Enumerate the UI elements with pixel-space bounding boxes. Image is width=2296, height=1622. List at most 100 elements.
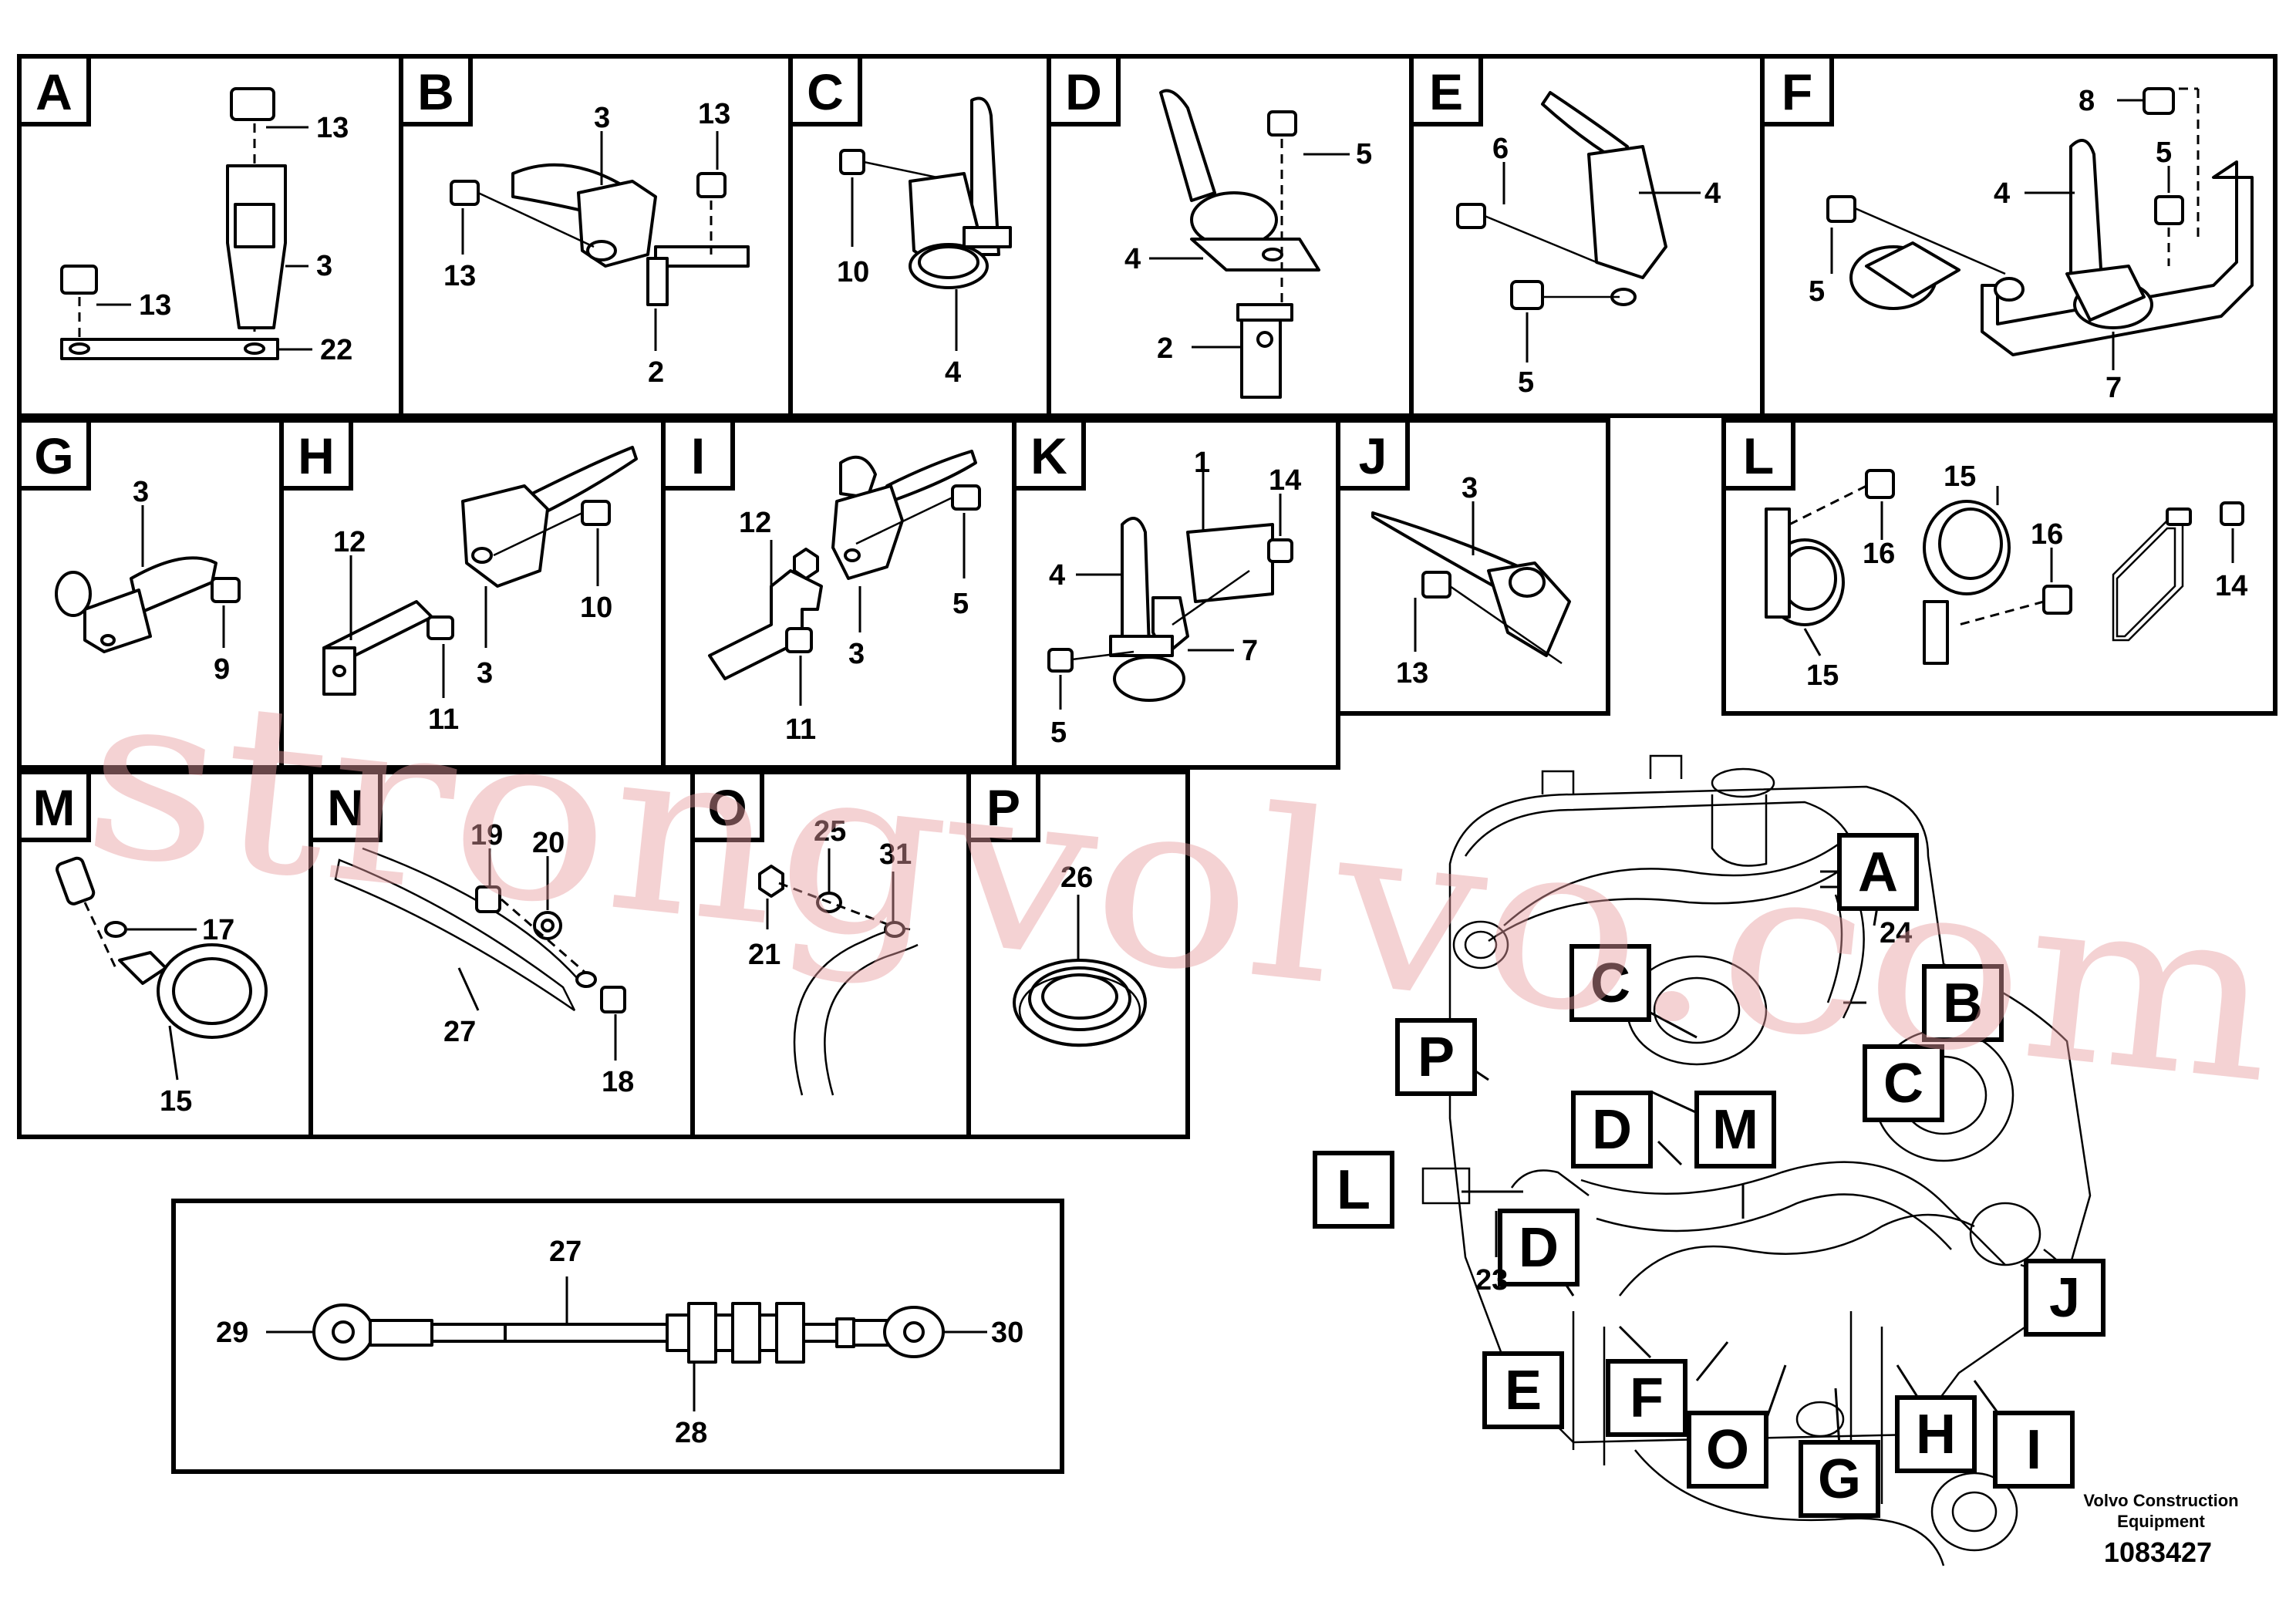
callout-l-15-bottom: 15 (1806, 659, 1839, 692)
callout-f-4: 4 (1994, 177, 2010, 210)
svg-text:I: I (2026, 1419, 2041, 1481)
overview-label-d-lower: D (1498, 1209, 1580, 1286)
panel-i-drawing: 12 5 3 11 (708, 450, 981, 746)
callout-a-3: 3 (316, 250, 332, 282)
panel-k-drawing: 1 14 4 7 5 (1047, 447, 1301, 749)
overview-label-g: G (1799, 1440, 1880, 1518)
callout-f-5-top: 5 (2156, 137, 2172, 169)
svg-text:H: H (298, 427, 335, 484)
svg-text:L: L (1337, 1159, 1371, 1221)
callout-b-13-right: 13 (698, 98, 730, 130)
svg-text:K: K (1030, 427, 1067, 484)
callout-k-5: 5 (1050, 717, 1067, 749)
callout-d-5: 5 (1356, 138, 1372, 170)
callout-d-2: 2 (1157, 332, 1173, 365)
overview-label-c-right: C (1863, 1044, 1944, 1122)
callout-f-7: 7 (2106, 372, 2122, 404)
overview-label-p: P (1395, 1018, 1477, 1096)
panel-letter-tabs: A B C D E F G H I K J L M N O P (17, 54, 1834, 842)
panel-n-drawing: 19 20 27 18 (334, 819, 634, 1098)
panel-frames-row1 (17, 54, 2277, 418)
overview-label-o: O (1687, 1411, 1768, 1489)
svg-text:A: A (35, 63, 72, 120)
callout-j-13: 13 (1396, 657, 1428, 690)
panel-e-label: E (1409, 54, 1483, 126)
panel-a-drawing: 13 3 13 22 (60, 87, 352, 366)
callout-e-4: 4 (1704, 177, 1721, 210)
panel-a-label: A (17, 54, 91, 126)
callout-n-18: 18 (602, 1066, 634, 1098)
svg-text:D: D (1065, 63, 1102, 120)
panel-i-label: I (661, 418, 735, 491)
callout-b-3: 3 (594, 102, 610, 134)
svg-text:L: L (1743, 427, 1774, 484)
callout-harness-27: 27 (549, 1236, 582, 1268)
callout-o-25: 25 (814, 815, 846, 848)
panel-c-label: C (788, 54, 862, 126)
svg-text:E: E (1429, 63, 1463, 120)
callout-harness-29: 29 (216, 1317, 248, 1349)
overview-label-h: H (1895, 1395, 1977, 1473)
svg-text:H: H (1916, 1404, 1956, 1465)
panel-b-drawing: 3 13 13 2 (443, 98, 750, 389)
callout-a-13-top: 13 (316, 112, 349, 144)
panel-g-label: G (17, 418, 91, 491)
svg-text:O: O (1706, 1419, 1749, 1481)
panel-b-label: B (399, 54, 473, 126)
overview-label-f: F (1606, 1359, 1687, 1437)
callout-l-16-right: 16 (2031, 518, 2063, 551)
svg-text:D: D (1519, 1217, 1559, 1279)
panel-p-drawing: 26 (1013, 862, 1147, 1047)
callout-a-22: 22 (320, 334, 352, 366)
overview-label-a: A (1837, 833, 1919, 911)
callout-g-3: 3 (133, 476, 149, 508)
panel-d-drawing: 5 4 2 (1124, 89, 1372, 399)
callout-n-27: 27 (443, 1016, 476, 1048)
svg-text:F: F (1782, 63, 1812, 120)
panel-k-label: K (1012, 418, 1086, 491)
callout-i-11: 11 (785, 713, 816, 746)
panel-f-drawing: 8 5 4 5 7 (1809, 85, 2254, 404)
svg-text:O: O (707, 779, 747, 836)
callout-b-2: 2 (648, 356, 664, 389)
callout-m-15: 15 (160, 1085, 192, 1118)
callout-harness-28: 28 (675, 1417, 707, 1449)
svg-text:B: B (417, 63, 454, 120)
svg-text:M: M (33, 779, 76, 836)
callout-l-14: 14 (2215, 570, 2247, 602)
svg-text:D: D (1592, 1099, 1632, 1161)
panel-o-label: O (690, 770, 764, 842)
callout-l-15-top: 15 (1944, 460, 1976, 493)
svg-text:M: M (1712, 1099, 1758, 1161)
callout-o-31: 31 (879, 838, 912, 871)
drawing-number: 1083427 (2104, 1536, 2212, 1568)
panel-d-label: D (1047, 54, 1121, 126)
svg-text:G: G (1818, 1448, 1861, 1510)
svg-text:N: N (327, 779, 364, 836)
panel-f-label: F (1760, 54, 1834, 126)
callout-j-3: 3 (1462, 472, 1478, 504)
panel-j-label: J (1336, 418, 1410, 491)
svg-text:J: J (1359, 427, 1387, 484)
callout-i-3: 3 (848, 638, 865, 670)
overview-label-i: I (1993, 1411, 2075, 1489)
callout-c-4: 4 (945, 356, 961, 389)
callout-p-26: 26 (1060, 862, 1093, 894)
panel-m-label: M (17, 770, 91, 842)
callout-overview-24: 24 (1880, 917, 1912, 949)
overview-letter-boxes: A B C C P D M L D E F O G H I J 24 23 (1313, 833, 2106, 1518)
callout-f-8: 8 (2079, 85, 2095, 117)
callout-n-19: 19 (470, 819, 503, 851)
callout-l-16-left: 16 (1863, 538, 1895, 570)
svg-text:C: C (807, 63, 844, 120)
callout-g-9: 9 (214, 653, 230, 686)
callout-o-21: 21 (748, 939, 781, 971)
overview-label-m: M (1694, 1091, 1776, 1168)
callout-k-14: 14 (1269, 464, 1301, 497)
callout-h-10: 10 (580, 592, 612, 624)
overview-label-j: J (2024, 1259, 2106, 1337)
panel-h-drawing: 12 10 11 3 (322, 446, 638, 736)
panel-p-label: P (966, 770, 1040, 842)
panel-l-drawing: 15 16 16 14 15 (1765, 460, 2247, 692)
